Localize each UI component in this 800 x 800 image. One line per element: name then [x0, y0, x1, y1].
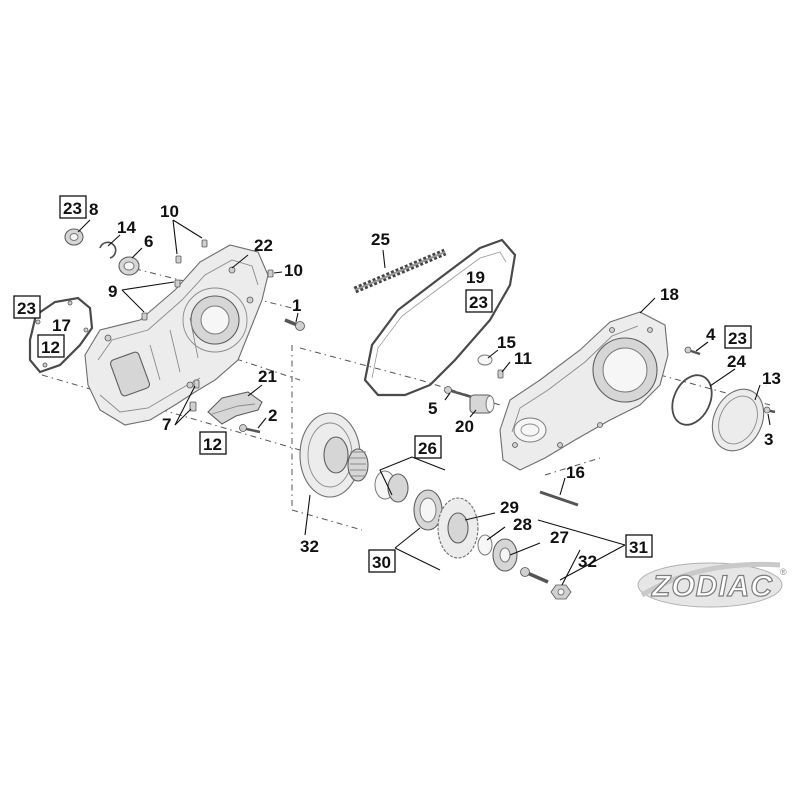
pin-part-11	[497, 369, 504, 379]
inner-primary-housing	[84, 244, 269, 426]
bolt-part-31	[520, 567, 549, 584]
shaft-part-16	[539, 490, 579, 507]
boxed-23-left: 23	[17, 299, 36, 318]
plate-part-30	[413, 489, 443, 531]
callout-1: 1	[292, 296, 301, 315]
boxed-23-right: 23	[728, 329, 747, 348]
seal-part-8	[64, 228, 84, 246]
callout-19: 19	[466, 268, 485, 287]
callout-10-right: 10	[284, 261, 303, 280]
callout-20: 20	[455, 417, 474, 436]
screw-part-3	[763, 406, 776, 414]
hub-nut-part-27	[492, 538, 518, 572]
screw-part-4	[684, 346, 701, 356]
callout-16: 16	[566, 463, 585, 482]
callout-14: 14	[117, 218, 136, 237]
boxed-callouts: 23 23 12 12 23 23 26 30 31	[13, 195, 752, 573]
bearing-part-26	[374, 470, 409, 503]
clutch-hub-spline	[347, 448, 369, 482]
bolt-part-2	[239, 424, 261, 434]
bearing-part-6	[118, 256, 140, 276]
logo-text: ZODIAC	[651, 570, 773, 603]
logo-registered-mark: ®	[780, 567, 787, 577]
callout-29: 29	[500, 498, 519, 517]
boxed-30: 30	[372, 553, 391, 572]
boxed-23-top-left: 23	[63, 199, 82, 218]
boxed-12-bottom: 12	[203, 435, 222, 454]
callout-27: 27	[550, 528, 569, 547]
washer-part-28	[477, 534, 493, 556]
callout-6: 6	[144, 232, 153, 251]
callout-numbers: 8 14 6 10 22 10 9 1 17 21 2 7 25 19 15 1…	[52, 200, 781, 571]
adjuster-hardware-part-7	[189, 379, 200, 412]
derby-cover-part-13	[711, 388, 765, 452]
callout-32-right: 32	[578, 552, 597, 571]
callout-2: 2	[268, 406, 277, 425]
o-ring-part-24	[671, 374, 713, 426]
primary-chain-part-25	[353, 248, 447, 294]
outer-primary-cover-part-18	[499, 311, 669, 471]
callout-13: 13	[762, 369, 781, 388]
boxed-26: 26	[418, 439, 437, 458]
clutch-basket-part-32	[299, 412, 361, 498]
callout-28: 28	[513, 515, 532, 534]
primary-cover-gasket-part-19	[363, 238, 517, 397]
zodiac-logo: ZODIAC ®	[637, 561, 787, 608]
retaining-ring-part-14	[99, 241, 117, 259]
callout-22: 22	[254, 236, 273, 255]
callout-18: 18	[660, 285, 679, 304]
leader-lines	[77, 219, 771, 586]
callout-9: 9	[108, 282, 117, 301]
callout-24: 24	[727, 352, 746, 371]
callout-32-left: 32	[300, 537, 319, 556]
gasket-part-17	[28, 296, 94, 374]
spacer-part-20	[469, 394, 495, 414]
chain-adjuster-part-21	[207, 391, 263, 425]
sprocket-part-29	[437, 497, 479, 559]
callout-7: 7	[162, 415, 171, 434]
callout-8: 8	[89, 200, 98, 219]
callout-25: 25	[371, 230, 390, 249]
callout-10-top: 10	[160, 202, 179, 221]
dowel-pins	[141, 239, 274, 321]
callout-5: 5	[428, 399, 437, 418]
callout-3: 3	[764, 430, 773, 449]
callout-11: 11	[514, 349, 532, 368]
callout-17: 17	[52, 316, 71, 335]
boxed-12-left: 12	[41, 338, 60, 357]
boxed-31: 31	[629, 538, 648, 557]
boxed-23-middle: 23	[469, 293, 488, 312]
callout-4: 4	[706, 325, 716, 344]
callout-15: 15	[497, 333, 516, 352]
bolt-part-1	[284, 318, 305, 331]
nut-part-32	[550, 584, 572, 600]
callout-21: 21	[258, 367, 277, 386]
